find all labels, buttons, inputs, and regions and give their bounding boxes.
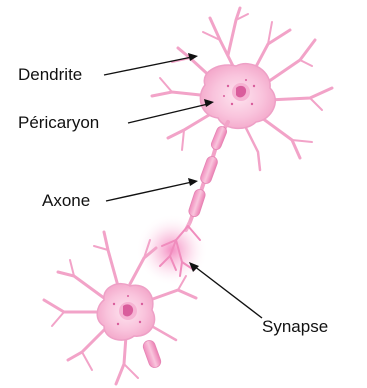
upper-neuron — [152, 8, 332, 170]
axon — [186, 122, 228, 230]
label-pericaryon: Péricaryon — [18, 99, 214, 132]
synapse-pointer-line — [194, 266, 262, 318]
myelin-segment — [210, 125, 228, 151]
myelin-segment — [199, 155, 219, 185]
lower-axon-segment — [142, 339, 163, 369]
label-axone-text: Axone — [42, 191, 90, 210]
label-dendrite: Dendrite — [18, 53, 198, 84]
pericaryon-pointer-line — [128, 104, 208, 123]
axone-arrowhead — [188, 178, 198, 186]
label-synapse-text: Synapse — [262, 317, 328, 336]
axone-pointer-line — [106, 182, 192, 201]
label-dendrite-text: Dendrite — [18, 65, 82, 84]
label-synapse: Synapse — [189, 262, 328, 336]
label-axone: Axone — [42, 178, 198, 210]
dendrite-pointer-line — [104, 57, 192, 75]
label-pericaryon-text: Péricaryon — [18, 113, 99, 132]
myelin-segment — [187, 188, 206, 218]
